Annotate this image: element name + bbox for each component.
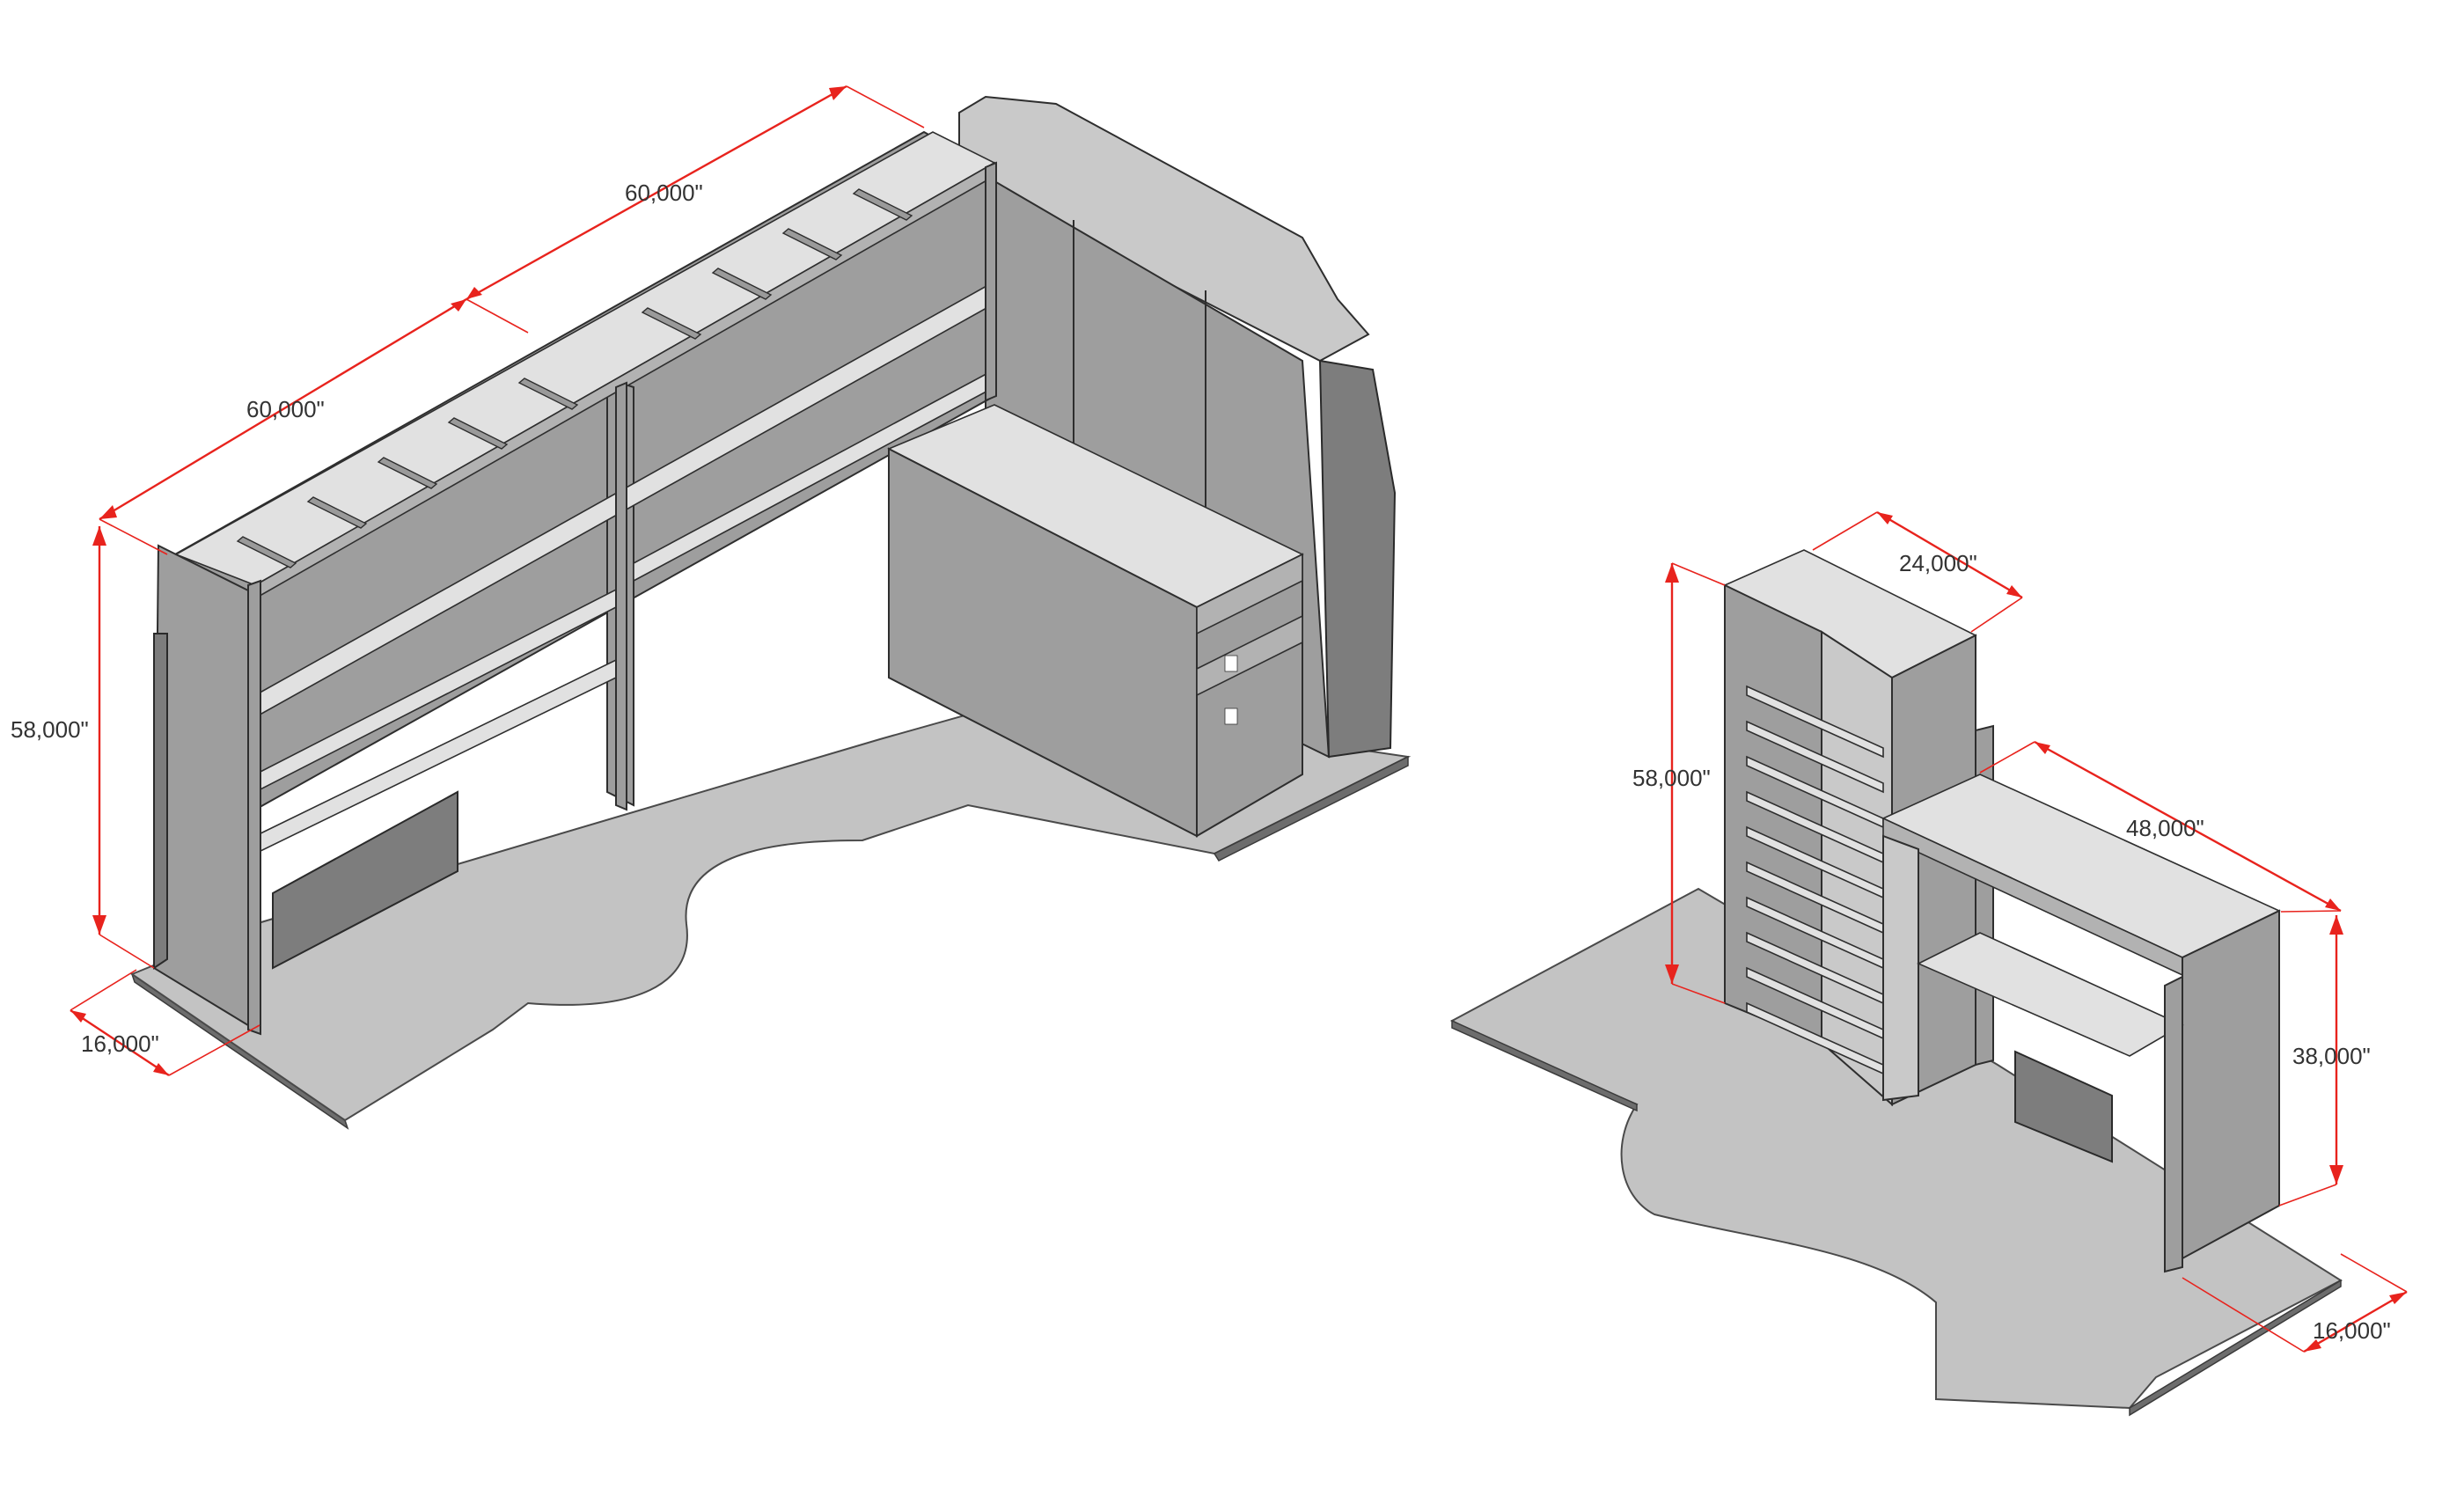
- left-assembly: 60,000" 60,000" 58,000" 16,000": [11, 84, 1412, 1130]
- dim-depth-label: 16,000": [81, 1030, 159, 1057]
- dim-cabinet-width-label: 24,000": [1899, 550, 1977, 576]
- dim-length-b-label: 60,000": [246, 396, 325, 422]
- dim-height-label: 58,000": [11, 716, 89, 743]
- workbench: [1881, 774, 2281, 1273]
- dim-bench-height-label: 38,000": [2292, 1043, 2371, 1069]
- right-dimensions: [1665, 510, 2408, 1353]
- right-assembly: 24,000" 58,000" 48,000" 38,000" 16,000": [1449, 510, 2408, 1417]
- dim-cabinet-height-label: 58,000": [1632, 765, 1711, 791]
- dim-bench-depth-label: 16,000": [2313, 1317, 2391, 1344]
- top-shelf-dividers: [236, 188, 913, 568]
- left-floor: [129, 698, 1412, 1130]
- dim-bench-length-label: 48,000": [2126, 815, 2204, 841]
- left-dimensions: [70, 84, 925, 1077]
- workbench-bin: [2014, 1050, 2113, 1163]
- dim-length-a-label: 60,000": [625, 180, 703, 206]
- hanging-bin: [272, 790, 458, 970]
- long-shelving-unit: [152, 130, 997, 1036]
- drawer-cabinet: [887, 404, 1304, 838]
- right-floor: [1449, 887, 2343, 1417]
- tall-cabinet-shelves: [1746, 685, 1884, 1075]
